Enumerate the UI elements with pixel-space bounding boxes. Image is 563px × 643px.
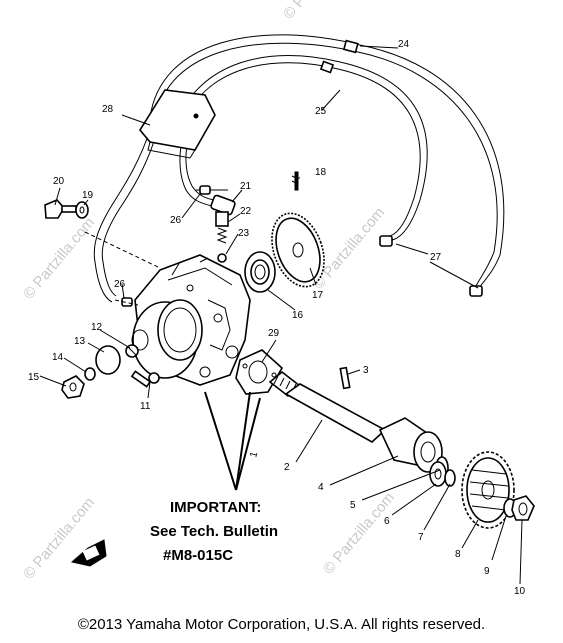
callout-7: 7 <box>418 532 424 543</box>
gear-17 <box>271 212 325 288</box>
watermark-5: © Partzilla.com <box>280 0 358 23</box>
gear-8 <box>461 451 515 529</box>
leader-lines <box>39 45 523 585</box>
screw-12 <box>125 344 139 358</box>
banjo-fitting-21 <box>210 194 236 227</box>
note-line-3: #M8-015C <box>163 547 233 564</box>
important-pointer-lines <box>204 391 261 491</box>
callout-9: 9 <box>484 566 490 577</box>
callout-27: 27 <box>430 252 442 263</box>
copyright-footer: ©2013 Yamaha Motor Corporation, U.S.A. A… <box>77 616 486 633</box>
callout-12: 12 <box>91 322 103 333</box>
washer-6 <box>429 461 447 487</box>
bolt-20 <box>44 199 77 219</box>
nut-15 <box>61 375 85 399</box>
spring-22 <box>216 227 228 244</box>
callout-13: 13 <box>74 336 86 347</box>
callout-22: 22 <box>240 206 252 217</box>
callout-26b: 26 <box>114 279 126 290</box>
oil-pump-body <box>131 254 251 386</box>
callout-1: 1 <box>248 450 260 459</box>
callout-labels: 1 2 3 4 5 6 7 8 9 10 11 12 13 14 15 16 1… <box>28 39 526 597</box>
ball-23 <box>217 253 227 263</box>
bearing-16 <box>244 251 276 293</box>
callout-26a: 26 <box>170 215 182 226</box>
callout-21: 21 <box>240 181 252 192</box>
callout-20: 20 <box>53 176 65 187</box>
watermark-4: © Partzilla.com <box>320 489 398 577</box>
washer-14 <box>84 367 96 381</box>
callout-24: 24 <box>398 39 410 50</box>
dashed-guides <box>84 231 161 306</box>
nut-10 <box>511 495 535 521</box>
pin-18 <box>291 171 299 191</box>
callout-14: 14 <box>52 352 64 363</box>
callout-3: 3 <box>363 365 369 376</box>
callout-10: 10 <box>514 586 526 597</box>
tech-bulletin-stamp-icon <box>70 539 107 567</box>
bracket-28 <box>139 89 216 159</box>
callout-23: 23 <box>238 228 250 239</box>
washer-19 <box>75 201 89 219</box>
gasket-29 <box>235 349 284 395</box>
callout-17: 17 <box>312 290 324 301</box>
note-line-1: IMPORTANT: <box>170 499 261 516</box>
plate-13 <box>95 345 121 375</box>
watermark-1: © Partzilla.com <box>20 214 98 302</box>
screw-11 <box>130 370 160 388</box>
callout-15: 15 <box>28 372 40 383</box>
callout-11: 11 <box>140 401 151 412</box>
note-line-2: See Tech. Bulletin <box>150 523 278 540</box>
drive-shaft-2 <box>268 370 387 443</box>
watermark-3: © Partzilla.com <box>20 494 98 582</box>
callout-19: 19 <box>82 190 94 201</box>
callout-16: 16 <box>292 310 304 321</box>
callout-4: 4 <box>318 482 324 493</box>
important-note: IMPORTANT: See Tech. Bulletin #M8-015C <box>150 499 278 564</box>
clip-26a <box>199 185 211 195</box>
callout-5: 5 <box>350 500 356 511</box>
callout-8: 8 <box>455 549 461 560</box>
callout-6: 6 <box>384 516 390 527</box>
callout-28: 28 <box>102 104 114 115</box>
oil-pipes <box>93 34 505 303</box>
callout-2: 2 <box>284 462 290 473</box>
callout-25: 25 <box>315 106 327 117</box>
washer-7 <box>444 469 456 487</box>
callout-29: 29 <box>268 328 280 339</box>
pin-3 <box>339 366 351 390</box>
callout-18: 18 <box>315 167 327 178</box>
